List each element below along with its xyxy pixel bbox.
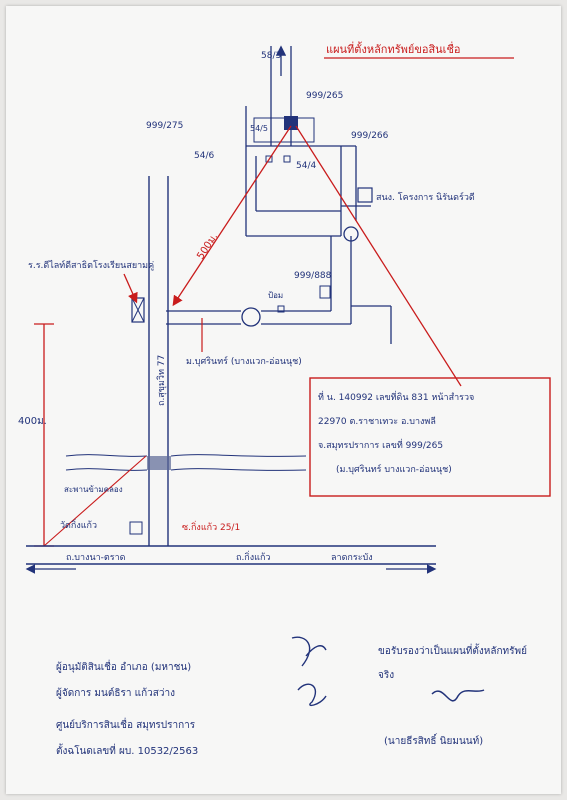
info-line-4: (ม.บุศรินทร์ บางแวก-อ่อนนุช) bbox=[336, 463, 452, 475]
plot-888-label: 999/888 bbox=[294, 271, 332, 281]
canal-line bbox=[65, 454, 307, 471]
school-pointer bbox=[123, 273, 138, 304]
small-plot-marker bbox=[265, 155, 273, 163]
school-cross-2 bbox=[131, 297, 145, 323]
guard-label: ป้อม bbox=[268, 291, 283, 300]
signature-3 bbox=[431, 689, 485, 702]
red-pointer-500 bbox=[172, 125, 292, 307]
footer-right-3: (นายธีรสิทธิ์ นิยมนนท์) bbox=[384, 733, 483, 747]
bottom-road-lines bbox=[26, 545, 436, 565]
measure-400-diag bbox=[43, 455, 147, 547]
red-pointer-info bbox=[295, 125, 462, 387]
info-line-1: ที่ น. 140992 เลขที่ดิน 831 หน้าสำรวจ bbox=[318, 390, 474, 403]
subject-plot bbox=[284, 116, 298, 130]
footer-left-3: ศูนย์บริการสินเชื่อ สมุทรปราการ bbox=[56, 717, 196, 731]
plot-outline bbox=[253, 117, 315, 143]
roundabout-circle bbox=[241, 307, 261, 327]
footer-left-2: ผู้จัดการ มนต์ธิรา แก้วสว่าง bbox=[56, 687, 175, 699]
signature-1 bbox=[291, 636, 327, 667]
roundabout-circle-2 bbox=[343, 226, 359, 242]
info-line-2: 22970 ต.ราชาเทวะ อ.บางพลี bbox=[318, 416, 436, 427]
info-line-3: จ.สมุทรปราการ เลขที่ 999/265 bbox=[318, 438, 443, 451]
label-top-mid-plot: 58/3 bbox=[261, 51, 281, 61]
distance-500-label: 500ม. bbox=[195, 231, 220, 261]
road-vertical-label: ถ.สุขุมวิท 77 bbox=[156, 355, 167, 406]
soi-label: ซ.กิ่งแก้ว 25/1 bbox=[182, 520, 240, 533]
village-road-lines bbox=[166, 236, 392, 344]
temple-label: วัดกิ่งแก้ว bbox=[60, 518, 97, 531]
bridge-label: สะพานข้ามคลอง bbox=[64, 485, 123, 494]
school-box bbox=[131, 297, 145, 323]
label-top-left-plot: 999/275 bbox=[146, 121, 183, 131]
office-label: สนง. โครงการ นิรันดร์วดี bbox=[376, 191, 475, 203]
label-right-small-plot: 54/4 bbox=[296, 161, 316, 171]
bottom-right-road-label: ลาดกระบัง bbox=[331, 553, 373, 563]
page-title: แผนที่ตั้งหลักทรัพย์ขอสินเชื่อ bbox=[326, 41, 461, 56]
label-top-far-right-plot: 999/266 bbox=[351, 131, 389, 141]
top-soi-lines bbox=[245, 46, 371, 237]
bottom-left-road-label: ถ.บางนา-ตราด bbox=[66, 553, 126, 563]
plot-888-box bbox=[319, 285, 331, 299]
document-page: แผนที่ตั้งหลักทรัพย์ขอสินเชื่อ 58/3 999/… bbox=[6, 6, 561, 794]
small-plot-marker-2 bbox=[283, 155, 291, 163]
label-left-tiny-plot: 54/5 bbox=[250, 124, 268, 133]
bridge bbox=[147, 456, 171, 470]
footer-right-2: จริง bbox=[378, 670, 394, 681]
signature-2 bbox=[297, 683, 327, 707]
footer-left-1: ผู้อนุมัติสินเชื่อ อำเภอ (มหาชน) bbox=[56, 659, 191, 673]
distance-400-label: 400ม. bbox=[18, 416, 47, 427]
label-left-small-plot: 54/6 bbox=[194, 151, 214, 161]
guard-box bbox=[277, 305, 285, 313]
info-box bbox=[309, 377, 551, 497]
label-top-right-plot: 999/265 bbox=[306, 91, 343, 101]
main-road-lines bbox=[148, 176, 169, 546]
map-sketch: แผนที่ตั้งหลักทรัพย์ขอสินเชื่อ 58/3 999/… bbox=[18, 41, 551, 757]
school-label: ร.ร.ดีไลท์ดีสาธิตโรงเรียนสยามคู่ bbox=[28, 259, 154, 271]
temple-box bbox=[129, 521, 143, 535]
village-label: ม.บุศรินทร์ (บางแวก-อ่อนนุช) bbox=[186, 355, 302, 367]
footer-right-1: ขอรับรองว่าเป็นแผนที่ตั้งหลักทรัพย์ bbox=[378, 643, 527, 657]
footer-left-4: ตั้งฉโนดเลขที่ ผบ. 10532/2563 bbox=[56, 743, 198, 757]
office-box bbox=[357, 187, 373, 203]
bottom-mid-road-label: ถ.กิ่งแก้ว bbox=[236, 550, 270, 563]
